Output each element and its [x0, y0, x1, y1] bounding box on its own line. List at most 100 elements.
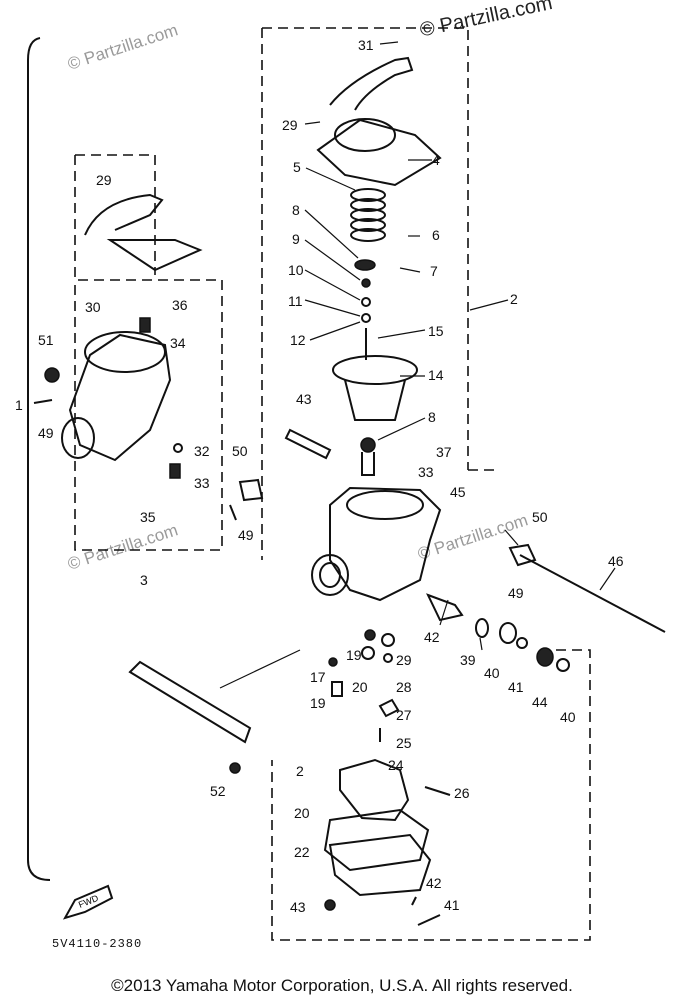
callout: 33	[194, 475, 210, 491]
diagram-code: 5V4110-2380	[52, 937, 143, 951]
callout: 49	[508, 585, 524, 601]
callout: 20	[352, 679, 368, 695]
screw-49	[229, 504, 237, 521]
callout: 25	[396, 735, 412, 751]
fwd-arrow-icon: FWD	[62, 884, 114, 920]
callout: 8	[428, 409, 436, 425]
screw-16	[328, 657, 338, 667]
pipe-47	[284, 428, 332, 460]
diaphragm	[332, 355, 418, 385]
callout: 34	[170, 335, 186, 351]
screw-44	[411, 896, 417, 906]
fwd-label: FWD	[77, 893, 100, 910]
callout: 19	[346, 647, 362, 663]
o-ring-39	[516, 637, 528, 649]
washer-42	[536, 647, 554, 667]
bowl-gasket	[323, 808, 430, 872]
callout: 27	[396, 707, 412, 723]
callout-labels: 31 29 4 5 8 6 9 7 10 11 12 15 14 8 2 43 …	[15, 37, 624, 915]
cap-41	[556, 658, 570, 672]
callout: 43	[296, 391, 312, 407]
screw-32	[173, 443, 183, 453]
callout: 29	[396, 652, 412, 668]
throttle-shaft	[519, 554, 666, 633]
throttle-lever	[329, 56, 414, 111]
assembly-bracket	[27, 37, 51, 881]
callout: 39	[460, 652, 476, 668]
spring-seat	[354, 259, 376, 271]
jet-19	[364, 629, 376, 641]
callout: 41	[508, 679, 524, 695]
callout: 2	[296, 763, 304, 779]
float-bowl	[328, 833, 432, 897]
callout: 44	[532, 694, 548, 710]
callout: 29	[96, 172, 112, 188]
callout: 3	[140, 572, 148, 588]
callout: 17	[310, 669, 326, 685]
callout: 5	[293, 159, 301, 175]
callout: 4	[432, 152, 440, 168]
watermark-faint: © Partzilla.com	[65, 520, 180, 573]
callout: 10	[288, 262, 304, 278]
washer-small	[361, 313, 371, 323]
clip	[361, 297, 371, 307]
callout: 6	[432, 227, 440, 243]
callout: 50	[532, 509, 548, 525]
float-pin-25	[424, 786, 451, 796]
callout: 49	[238, 527, 254, 543]
washer-38	[499, 622, 517, 644]
callout: 24	[388, 757, 404, 773]
callout: 14	[428, 367, 444, 383]
callout: 7	[430, 263, 438, 279]
screw-52	[229, 762, 241, 774]
spring-33	[169, 463, 181, 479]
callout: 29	[282, 117, 298, 133]
piston-valve	[344, 379, 406, 421]
callout: 41	[444, 897, 460, 913]
watermark-faint: © Partzilla.com	[65, 20, 180, 73]
pilot-screw	[426, 593, 464, 622]
intake-bore	[311, 554, 349, 596]
lever-left	[84, 193, 164, 236]
copyright-notice: ©2013 Yamaha Motor Corporation, U.S.A. A…	[111, 976, 573, 995]
bracket-left	[106, 239, 203, 272]
left-carb-top	[84, 331, 166, 373]
left-carb-bore	[61, 417, 95, 459]
callout: 11	[288, 293, 303, 309]
callout: 40	[484, 665, 500, 681]
callout: 45	[450, 484, 466, 500]
spring-35	[139, 317, 151, 333]
callout: 40	[560, 709, 576, 725]
group-box-2-lower	[271, 469, 591, 941]
callout: 8	[292, 202, 300, 218]
float-pin-26	[378, 698, 400, 718]
callout: 52	[210, 783, 226, 799]
left-carb-body	[68, 333, 172, 462]
group-box-3	[74, 154, 223, 551]
jet-20	[361, 646, 375, 660]
body-flange	[346, 490, 424, 520]
callout: 26	[454, 785, 470, 801]
washer-28	[381, 633, 395, 647]
callout: 19	[310, 695, 326, 711]
leader-lines	[219, 41, 616, 689]
callout: 43	[290, 899, 306, 915]
part-1	[33, 399, 53, 404]
callout: 30	[85, 299, 101, 315]
o-ring-27	[383, 653, 393, 663]
callout: 20	[294, 805, 310, 821]
callout: 50	[232, 443, 248, 459]
stay-bracket	[128, 660, 252, 744]
screw-43	[417, 914, 441, 926]
needle-jet	[360, 437, 376, 453]
callout: 28	[396, 679, 412, 695]
callout: 1	[15, 397, 23, 413]
callout: 12	[290, 332, 306, 348]
screw-45	[324, 899, 336, 911]
callout: 36	[172, 297, 188, 313]
plug-17	[331, 681, 343, 697]
spring	[350, 188, 386, 242]
callout: 49	[38, 425, 54, 441]
callout: 42	[424, 629, 440, 645]
group-box-2	[262, 27, 469, 470]
